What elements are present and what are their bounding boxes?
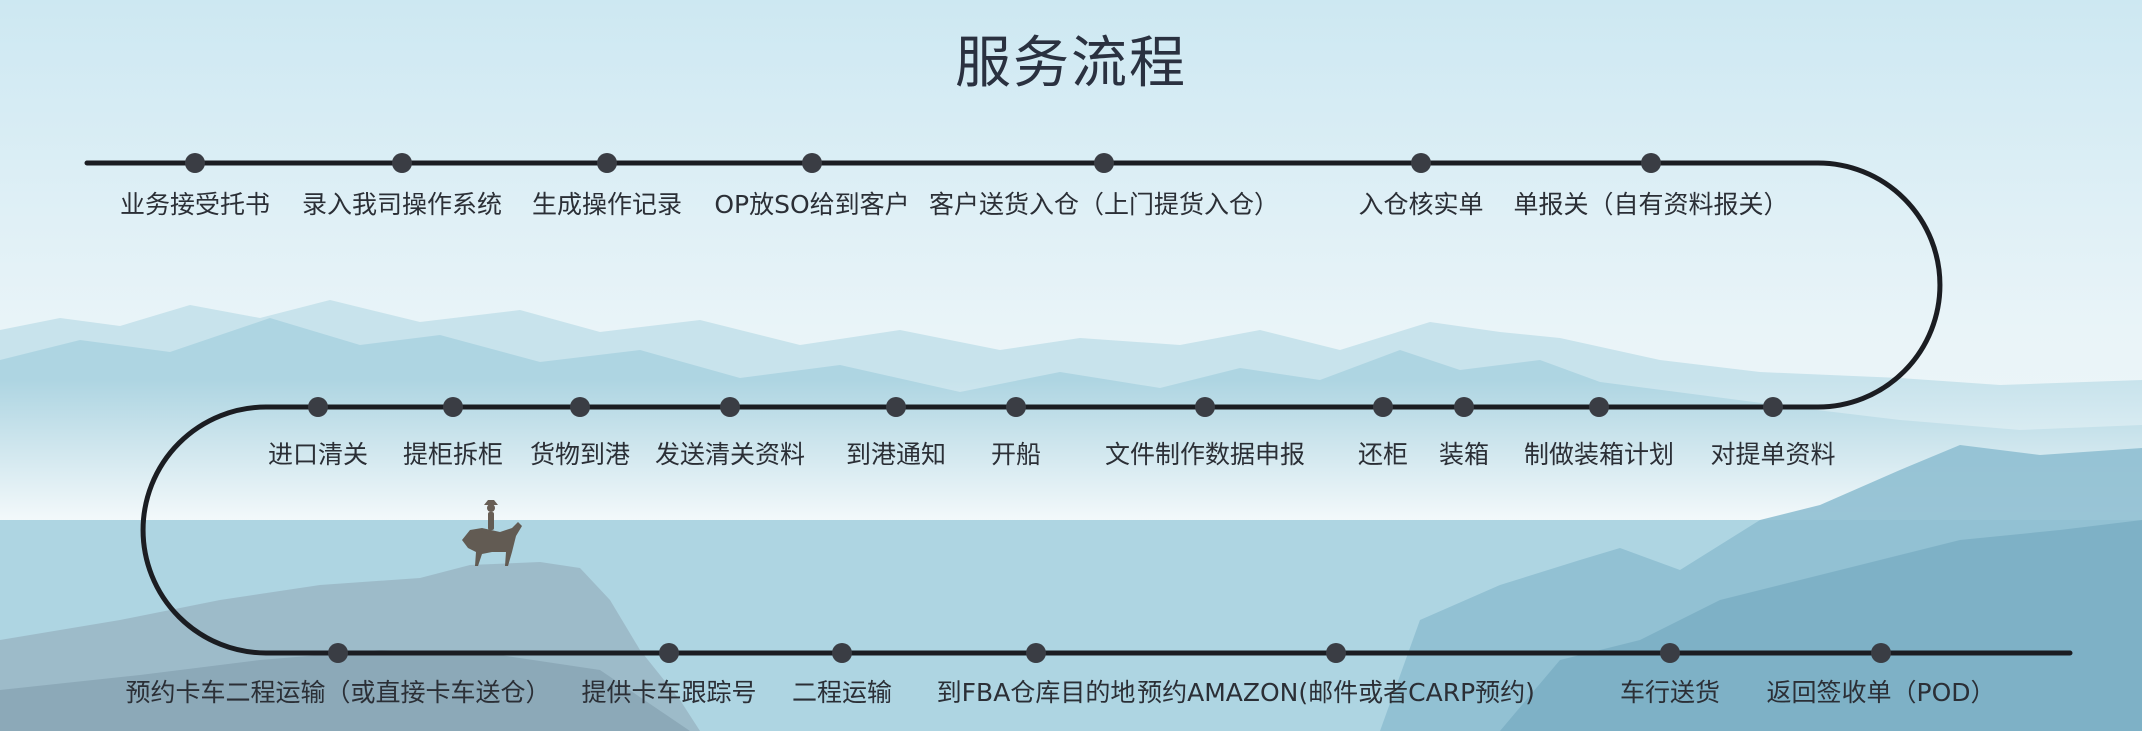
flow-node [1589, 397, 1609, 417]
flow-node [1411, 153, 1431, 173]
step-label: 预约卡车二程运输（或直接卡车送仓） [125, 678, 551, 707]
flow-node [1006, 397, 1026, 417]
flow-node [886, 397, 906, 417]
step-label: 开船 [990, 440, 1042, 469]
step-label: 业务接受托书 [119, 190, 271, 219]
left-cliff-front [0, 650, 690, 731]
step-label: 制做装箱计划 [1523, 440, 1675, 469]
flow-node [1195, 397, 1215, 417]
flow-node [659, 643, 679, 663]
step-label: 返回签收单（POD） [1766, 678, 1996, 707]
step-label: 到FBA仓库目的地 [936, 678, 1136, 707]
flow-nodes [185, 153, 1891, 663]
horse-rider-figure [462, 500, 522, 566]
step-label: 二程运输 [791, 678, 893, 707]
flow-node [185, 153, 205, 173]
step-label: 还柜 [1357, 440, 1409, 469]
step-label: 客户送货入仓（上门提货入仓） [928, 190, 1280, 219]
step-label: 对提单资料 [1710, 440, 1836, 469]
flow-node [597, 153, 617, 173]
flow-node [1026, 643, 1046, 663]
step-label: 进口清关 [267, 440, 369, 469]
flow-node [832, 643, 852, 663]
step-label: 录入我司操作系统 [301, 190, 503, 219]
flow-node [1660, 643, 1680, 663]
step-label: OP放SO给到客户 [714, 190, 910, 219]
flow-node [392, 153, 412, 173]
step-label: 车行送货 [1619, 678, 1721, 707]
step-label: 到港通知 [845, 440, 947, 469]
flow-node [1763, 397, 1783, 417]
flow-node [328, 643, 348, 663]
step-label: 提柜拆柜 [402, 440, 504, 469]
step-label: 生成操作记录 [531, 190, 683, 219]
flow-node [1373, 397, 1393, 417]
flow-node [570, 397, 590, 417]
flow-node [1454, 397, 1474, 417]
near-mountains-right-front [1500, 520, 2142, 731]
flow-connector-line [84, 160, 2073, 656]
step-label: 提供卡车跟踪号 [581, 678, 757, 707]
flow-node [443, 397, 463, 417]
flow-node [1871, 643, 1891, 663]
step-label: 单报关（自有资料报关） [1513, 190, 1789, 219]
step-label: 入仓核实单 [1358, 190, 1484, 219]
step-label: 预约AMAZON(邮件或者CARP预约) [1137, 678, 1535, 707]
page-title: 服务流程 [955, 31, 1187, 96]
step-label: 装箱 [1438, 440, 1490, 469]
step-label: 货物到港 [529, 440, 631, 469]
flow-node [1326, 643, 1346, 663]
flow-node [720, 397, 740, 417]
flow-node [1094, 153, 1114, 173]
step-label: 文件制作数据申报 [1104, 440, 1306, 469]
step-label: 发送清关资料 [654, 440, 806, 469]
flow-node [308, 397, 328, 417]
flow-node [802, 153, 822, 173]
flow-node [1641, 153, 1661, 173]
